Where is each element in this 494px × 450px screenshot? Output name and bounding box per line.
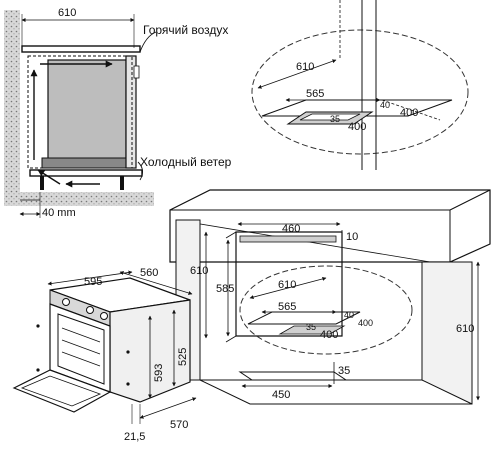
cabinet-view: 460 10 610 585 610 565 40 400 35 400 610… xyxy=(169,189,491,405)
dim-oven-570: 570 xyxy=(170,419,188,431)
hot-air-label: Горячий воздух xyxy=(143,23,228,37)
dim-cab-610-right: 610 xyxy=(456,323,474,335)
dim-cab-460: 460 xyxy=(282,223,300,235)
side-section-view: 610 40 mm Горячий воздух Холодный ветер xyxy=(4,7,232,219)
dim-detail-565: 565 xyxy=(306,88,324,100)
cold-wind-label: Холодный ветер xyxy=(140,155,232,169)
dim-cab-565: 565 xyxy=(278,301,296,313)
dim-oven-593: 593 xyxy=(153,364,165,382)
dim-side-gap: 40 mm xyxy=(42,207,76,219)
dim-cab-10: 10 xyxy=(346,231,358,243)
dim-cab-610-inner: 610 xyxy=(278,279,296,291)
dim-side-610: 610 xyxy=(58,7,76,19)
dim-detail-610: 610 xyxy=(296,61,314,73)
dim-detail-400a: 400 xyxy=(400,107,418,119)
dim-oven-525: 525 xyxy=(177,348,189,366)
dim-cab-400a: 400 xyxy=(358,318,373,328)
dim-cab-450: 450 xyxy=(272,389,290,401)
dim-oven-21-5: 21,5 xyxy=(124,431,145,443)
dim-cab-585: 585 xyxy=(216,283,234,295)
dim-detail-35: 35 xyxy=(330,114,340,124)
dim-cab-35-bottom: 35 xyxy=(338,365,350,377)
dim-cab-40: 40 xyxy=(344,310,354,320)
dim-detail-40: 40 xyxy=(380,100,390,110)
wall xyxy=(4,10,20,206)
cutout-detail-view: 610 565 40 400 35 400 xyxy=(251,0,469,170)
dim-oven-595: 595 xyxy=(84,276,102,288)
dim-cab-35-inner: 35 xyxy=(306,322,316,332)
dim-oven-560: 560 xyxy=(140,267,158,279)
dim-cab-400b: 400 xyxy=(320,329,338,341)
dim-detail-400b: 400 xyxy=(348,121,366,133)
floor xyxy=(4,192,154,206)
oven-body-side xyxy=(47,59,127,165)
dim-cab-610-left: 610 xyxy=(190,265,208,277)
oven-view: 595 560 593 525 21,5 570 xyxy=(12,267,197,443)
